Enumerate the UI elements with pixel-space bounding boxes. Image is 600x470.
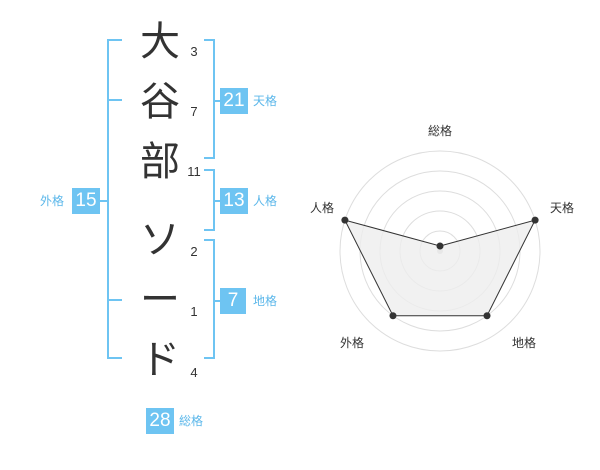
- radar-series-polygon: [343, 219, 537, 317]
- stroke-count-4: 2: [190, 244, 198, 259]
- name-char-5: ー: [140, 277, 180, 323]
- name-char-6: ド: [140, 337, 180, 383]
- chikaku-score: 7: [220, 288, 246, 314]
- stroke-count-2: 7: [190, 104, 198, 119]
- name-char-2: 谷: [140, 79, 180, 125]
- tenkaku-bracket: [204, 39, 215, 159]
- name-char-1: 大: [140, 19, 180, 65]
- chikaku-label: 地格: [253, 294, 278, 308]
- radar-point-1: [436, 242, 444, 250]
- gaikaku-label: 外格: [40, 194, 65, 208]
- radar-label-gaikaku: 外格: [339, 336, 364, 350]
- gaikaku-score: 15: [72, 188, 100, 214]
- soukaku-score: 28: [146, 408, 174, 434]
- stroke-count-3: 11: [187, 164, 201, 179]
- jinkaku-label: 人格: [253, 194, 278, 208]
- jinkaku-score: 13: [220, 188, 248, 214]
- radar-point-4: [389, 312, 397, 320]
- tenkaku-label: 天格: [253, 94, 278, 108]
- gaikaku-bracket: [107, 39, 122, 359]
- radar-point-5: [341, 216, 349, 224]
- radar-label-soukaku: 総格: [427, 124, 452, 138]
- chikaku-bracket: [204, 239, 215, 359]
- name-char-4: ソ: [140, 217, 180, 263]
- radar-label-jinkaku: 人格: [309, 201, 334, 215]
- radar-point-3: [483, 312, 491, 320]
- radar-point-2: [531, 216, 539, 224]
- soukaku-label: 総格: [179, 414, 204, 428]
- tenkaku-score: 21: [220, 88, 248, 114]
- radar-label-chikaku: 地格: [511, 336, 536, 350]
- radar-label-tenkaku: 天格: [549, 201, 574, 215]
- name-char-3: 部: [140, 139, 180, 185]
- radar-grid-ring-5: [339, 150, 541, 352]
- stroke-count-6: 4: [190, 365, 198, 380]
- stroke-count-1: 3: [190, 44, 198, 59]
- stroke-count-5: 1: [190, 304, 198, 319]
